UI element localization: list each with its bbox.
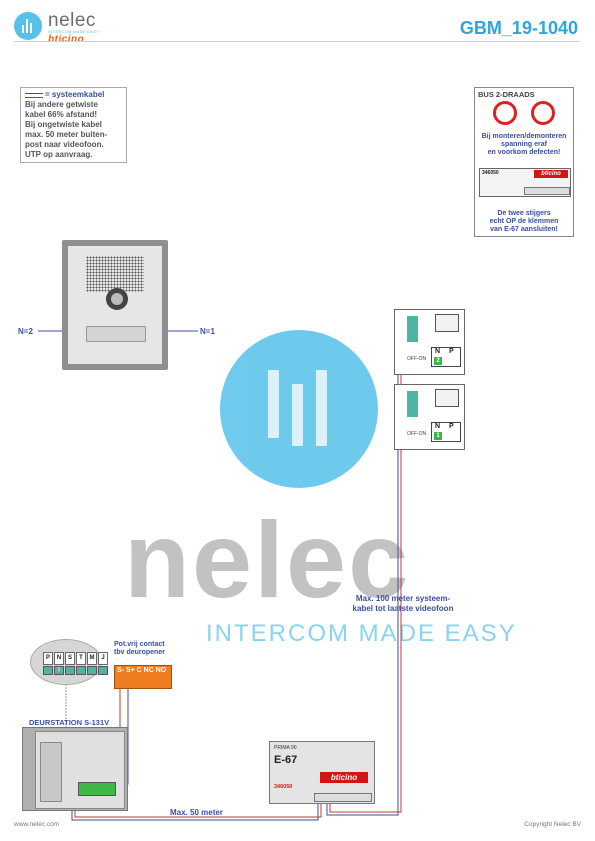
monitor-unit-1: OFF-ON N P 1 — [394, 384, 465, 450]
n-label: N — [435, 348, 441, 355]
riser-wire-red — [329, 318, 402, 813]
footer-line: De twee stijgers — [497, 210, 551, 217]
p-label: P — [449, 348, 454, 355]
address-value: 1 — [434, 432, 442, 440]
terminal-switch — [65, 666, 75, 675]
terminal-switch — [43, 666, 53, 675]
monitor-screen-icon — [435, 389, 459, 407]
nelec-logo-icon — [14, 12, 42, 40]
monitor-terminal — [407, 316, 418, 342]
warning-line: spanning eraf — [501, 141, 547, 149]
cable-note-line: Max. 100 meter systeem- — [355, 594, 451, 603]
np-selector: N P 2 — [431, 347, 461, 367]
e67-code: 346050 — [274, 784, 293, 790]
door-panel-face — [68, 246, 162, 364]
bus-footer-text: De twee stijgers echt OP de klemmen van … — [477, 210, 571, 234]
monitor-terminal — [407, 391, 418, 417]
legend-line: kabel 66% afstand! — [25, 110, 98, 119]
warning-line: en voorkom defecten! — [487, 149, 561, 157]
footer-copyright: Copyright Nelec BV — [524, 821, 581, 828]
terminal-label: J — [98, 652, 108, 665]
mini-e67-device: 346050 bticino — [479, 168, 571, 197]
np-selector: N P 1 — [431, 422, 461, 442]
terminal-switch — [87, 666, 97, 675]
legend-line: Bij ongetwiste kabel — [25, 120, 102, 129]
n1-label: N=1 — [200, 327, 215, 336]
brand-name: nelec — [48, 10, 96, 31]
e67-power-supply: PRIMA 90 E-67 bticino 346050 — [269, 741, 375, 804]
header-divider — [14, 41, 580, 42]
bottom-cable-label: Max. 50 meter — [170, 808, 223, 817]
watermark-logo-circle — [220, 330, 378, 488]
terminal-label: P — [43, 652, 53, 665]
system-cable-icon — [25, 92, 43, 98]
terminal-switch: 1 — [54, 666, 64, 675]
door-station-panel — [35, 731, 125, 809]
e67-terminal-strip — [314, 793, 372, 802]
terminal-labels: P N S T M J — [43, 652, 108, 665]
door-station-title: DEURSTATION S-131V — [29, 718, 110, 727]
terminal-label: S — [65, 652, 75, 665]
e67-top-label: PRIMA 90 — [274, 745, 297, 751]
station-module — [40, 742, 62, 802]
e67-brand-badge: bticino — [320, 772, 368, 783]
bus-warning-text: Bij monteren/demonteren spanning eraf en… — [477, 133, 571, 157]
watermark-tagline: INTERCOM MADE EASY — [206, 620, 517, 647]
footer-website: www.nelec.com — [14, 821, 60, 828]
terminal-block-zoom: P N S T M J 1 — [30, 639, 108, 685]
legend-title: = systeemkabel — [45, 90, 105, 99]
cable-note-line: kabel tot laatste videofoon — [352, 603, 454, 613]
sub-brand: bticino — [48, 34, 85, 45]
relay-terminals: S- S+ C NC NO — [117, 667, 167, 674]
watermark-word: nelec — [124, 499, 411, 620]
speaker-grille — [86, 256, 144, 292]
watermark-bars-icon — [268, 370, 327, 446]
cable-legend: = systeemkabel Bij andere getwiste kabel… — [20, 87, 127, 163]
mini-device-code: 346050 — [482, 170, 499, 176]
bus-title: BUS 2-DRAADS — [478, 90, 535, 99]
relay-title-line: Pot.vrij contact — [114, 641, 165, 648]
legend-line: max. 50 meter buiten- — [25, 130, 108, 139]
no-voltage-icon — [531, 101, 555, 125]
door-panel-front — [62, 240, 168, 370]
legend-line: Bij andere getwiste — [25, 100, 98, 109]
monitor-screen-icon — [435, 314, 459, 332]
monitor-unit-2: OFF-ON N P 2 — [394, 309, 465, 375]
camera-icon — [106, 288, 128, 310]
address-value: 2 — [434, 357, 442, 365]
p-label: P — [449, 423, 454, 430]
riser-wire-blue — [326, 315, 399, 816]
n2-label: N=2 — [18, 327, 33, 336]
station-terminal-strip — [78, 782, 116, 796]
no-plug-icon — [493, 101, 517, 125]
n-label: N — [435, 423, 441, 430]
off-on-label: OFF-ON — [407, 356, 427, 362]
off-on-label: OFF-ON — [407, 431, 427, 437]
brand-tagline: INTERCOM MADE EASY — [48, 29, 100, 34]
legend-line: UTP op aanvraag. — [25, 150, 93, 159]
e67-name: E-67 — [274, 754, 298, 766]
terminal-label: M — [87, 652, 97, 665]
terminal-label: T — [76, 652, 86, 665]
footer-line: echt OP de klemmen — [489, 218, 559, 226]
terminal-switches: 1 — [43, 666, 108, 675]
warning-line: Bij monteren/demonteren — [481, 133, 567, 140]
call-button — [86, 326, 146, 342]
mini-device-brand: bticino — [534, 170, 568, 178]
door-station-unit — [22, 727, 128, 811]
footer-line: van E-67 aansluiten! — [490, 226, 558, 234]
logo-bars-icon — [22, 19, 34, 33]
riser-cable-note: Max. 100 meter systeem- kabel tot laatst… — [338, 594, 468, 613]
terminal-switch — [98, 666, 108, 675]
legend-line: post naar videofoon. — [25, 140, 104, 149]
relay-module: S- S+ C NC NO — [114, 665, 172, 689]
relay-title-line: tbv deuropener — [114, 649, 165, 657]
relay-title: Pot.vrij contact tbv deuropener — [114, 641, 165, 657]
mini-terminal-strip — [524, 187, 570, 195]
document-id: GBM_19-1040 — [459, 18, 578, 38]
terminal-label: N — [54, 652, 64, 665]
bus-warning-box: BUS 2-DRAADS Bij monteren/demonteren spa… — [474, 87, 574, 237]
terminal-switch — [76, 666, 86, 675]
